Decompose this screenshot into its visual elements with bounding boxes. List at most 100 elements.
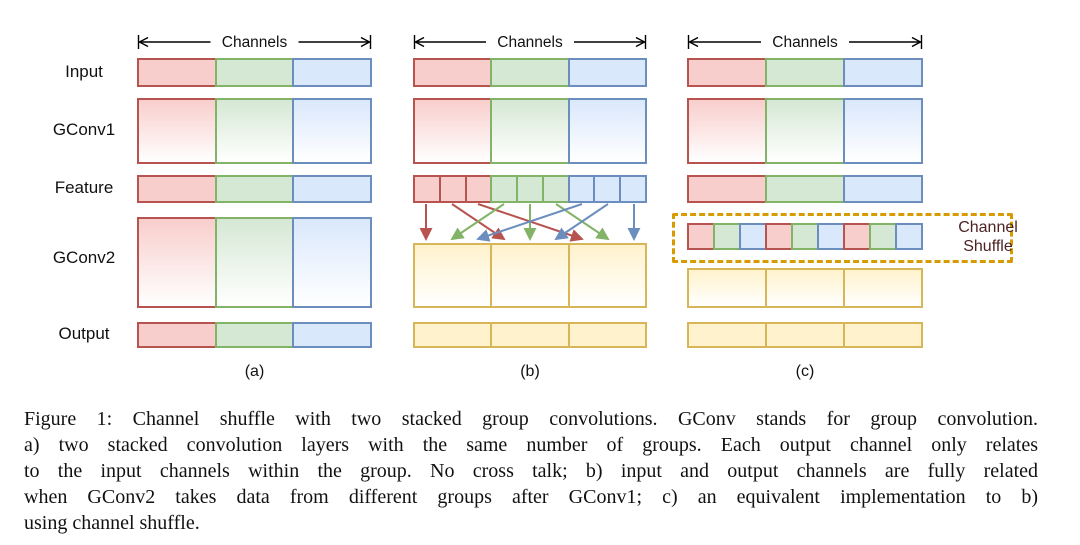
input-row xyxy=(687,58,923,87)
green-channel-segment xyxy=(490,98,570,164)
green-channel-segment xyxy=(214,58,295,87)
blue-shuffle-arrow xyxy=(476,203,583,242)
channels-text: Channels xyxy=(222,34,288,51)
channels-span-arrow: Channels xyxy=(413,34,647,51)
feature-row xyxy=(687,175,923,203)
red-channel-segment xyxy=(413,175,441,203)
channels-span-arrow: Channels xyxy=(687,34,923,51)
red-channel-segment xyxy=(137,175,217,203)
channel-shuffle-box xyxy=(672,213,1013,263)
green-channel-segment xyxy=(791,223,819,250)
red-channel-segment xyxy=(687,58,767,87)
yellow-channel-segment xyxy=(413,322,493,348)
red-channel-segment xyxy=(137,98,217,164)
blue-channel-segment xyxy=(567,98,647,164)
blue-channel-segment xyxy=(619,175,648,203)
red-channel-segment xyxy=(687,175,767,203)
blue-channel-segment xyxy=(739,223,767,250)
channel-shuffle-label: Channel Shuffle xyxy=(930,218,1046,256)
panel-a: (a) Channels xyxy=(137,0,373,390)
green-channel-segment xyxy=(214,98,295,164)
red-channel-segment xyxy=(137,217,217,308)
row-label-input: Input xyxy=(65,62,103,81)
panel-b: (b) Channels xyxy=(413,0,648,390)
gconv1-row xyxy=(413,98,647,164)
green-shuffle-arrow xyxy=(450,203,505,241)
caption-line: Figure 1: Channel shuffle with two stack… xyxy=(24,408,1038,430)
yellow-channel-segment xyxy=(687,268,767,308)
yellow-channel-segment xyxy=(413,243,493,308)
yellow-channel-segment xyxy=(765,268,845,308)
yellow-channel-segment xyxy=(687,322,767,348)
blue-channel-segment xyxy=(292,175,373,203)
row-label-gconv1: GConv1 xyxy=(52,120,116,139)
gconv2-row xyxy=(137,217,373,308)
red-channel-segment xyxy=(413,58,493,87)
caption-line: a) two stacked convolution layers with t… xyxy=(24,434,1038,456)
caption-line: using channel shuffle. xyxy=(24,512,200,534)
yellow-channel-segment xyxy=(567,243,647,308)
blue-channel-segment xyxy=(292,217,373,308)
red-channel-segment xyxy=(438,175,467,203)
panel-c-label: (c) xyxy=(795,363,815,380)
channel-shuffle-label-line1: Channel xyxy=(958,219,1018,236)
caption-line: when GConv2 takes data from different gr… xyxy=(24,486,1038,508)
blue-channel-segment xyxy=(292,98,373,164)
red-channel-segment xyxy=(413,98,493,164)
blue-channel-segment xyxy=(843,58,923,87)
channels-text: Channels xyxy=(497,34,563,51)
channel-shuffle-label-line2: Shuffle xyxy=(963,238,1013,255)
blue-shuffle-arrow xyxy=(554,203,609,241)
row-label-gconv2: GConv2 xyxy=(52,248,116,267)
green-channel-segment xyxy=(490,58,570,87)
green-channel-segment xyxy=(765,98,845,164)
yellow-channel-segment xyxy=(765,322,845,348)
blue-channel-segment xyxy=(843,98,923,164)
blue-channel-segment xyxy=(817,223,845,250)
red-channel-segment xyxy=(137,58,217,87)
row-label-output: Output xyxy=(58,324,110,343)
yellow-channel-segment xyxy=(567,322,647,348)
green-channel-segment xyxy=(541,175,570,203)
figure-caption: Figure 1: Channel shuffle with two stack… xyxy=(24,406,1038,536)
green-channel-segment xyxy=(214,322,295,348)
green-channel-segment xyxy=(765,175,845,203)
feature-row xyxy=(137,175,373,203)
blue-channel-segment xyxy=(292,58,373,87)
panel-c: Channel Shuffle (c) Channels xyxy=(672,0,1018,390)
yellow-channel-segment xyxy=(843,268,923,308)
yellow-channel-segment xyxy=(490,243,570,308)
input-row xyxy=(413,58,647,87)
panel-a-label: (a) xyxy=(244,363,265,380)
red-channel-segment xyxy=(843,223,871,250)
blue-channel-segment xyxy=(895,223,923,250)
blue-channel-segment xyxy=(292,322,373,348)
red-channel-segment xyxy=(765,223,793,250)
caption-line: to the input channels within the group. … xyxy=(24,460,1038,482)
yellow-channel-segment xyxy=(843,322,923,348)
output-row xyxy=(137,322,373,348)
input-row xyxy=(137,58,373,87)
green-channel-segment xyxy=(869,223,897,250)
green-channel-segment xyxy=(214,175,295,203)
feature-row-split xyxy=(413,175,648,203)
red-channel-segment xyxy=(464,175,493,203)
yellow-channel-segment xyxy=(490,322,570,348)
red-channel-segment xyxy=(687,98,767,164)
gconv1-row xyxy=(687,98,923,164)
output-row xyxy=(413,322,647,348)
green-channel-segment xyxy=(765,58,845,87)
green-channel-segment xyxy=(516,175,544,203)
channels-text: Channels xyxy=(772,34,838,51)
shuffled-cells-row xyxy=(687,223,923,250)
green-channel-segment xyxy=(214,217,295,308)
blue-channel-segment xyxy=(593,175,622,203)
blue-channel-segment xyxy=(843,175,923,203)
gconv2-row xyxy=(687,268,923,308)
blue-channel-segment xyxy=(567,58,647,87)
gconv2-row xyxy=(413,243,647,308)
gconv1-row xyxy=(137,98,373,164)
cross-group-arrows xyxy=(419,203,641,242)
panel-b-label: (b) xyxy=(520,363,540,380)
